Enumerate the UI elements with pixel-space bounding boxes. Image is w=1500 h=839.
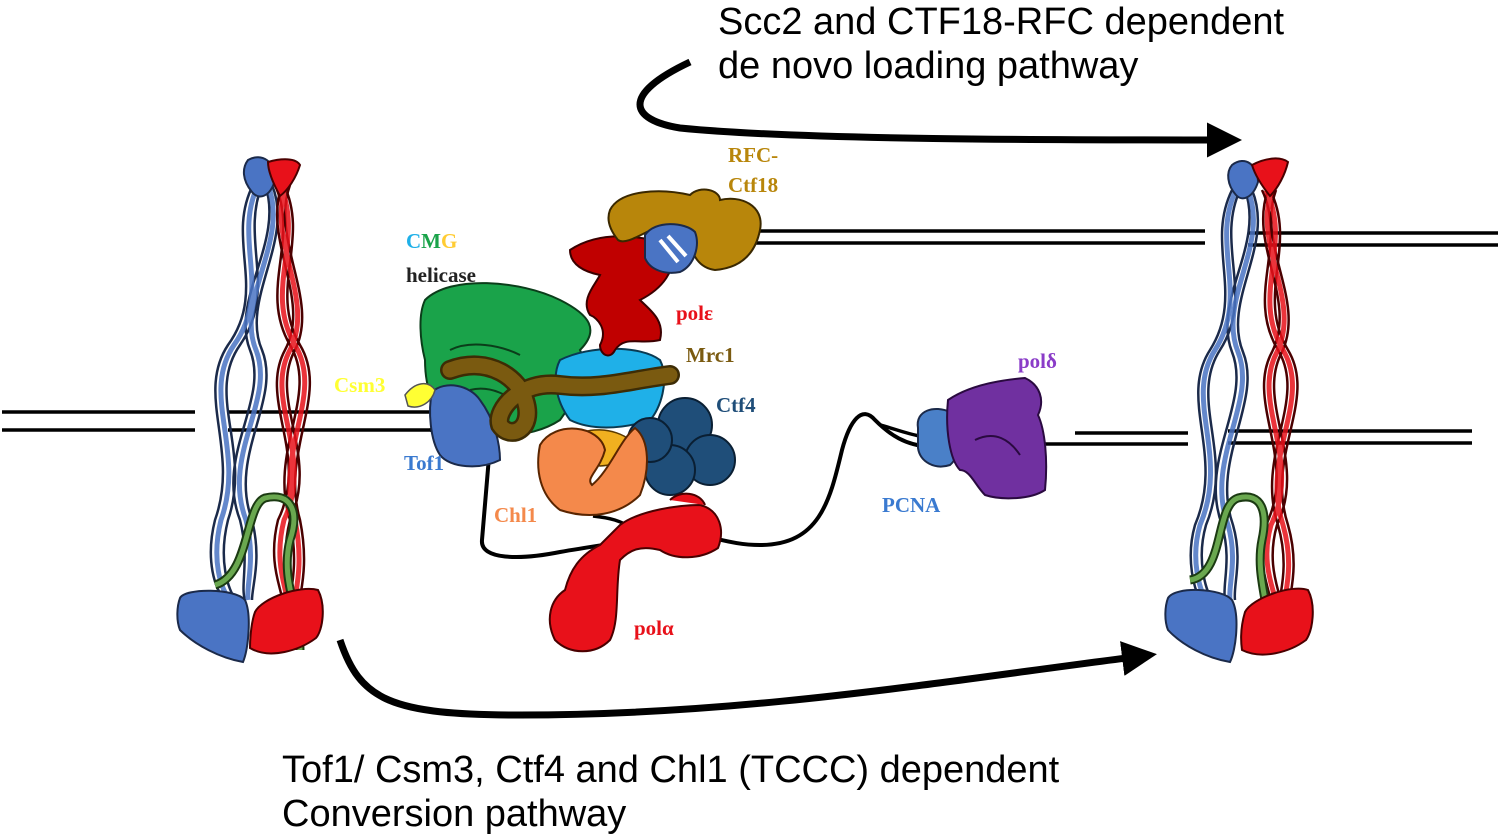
right-smc3-hinge — [1250, 157, 1290, 198]
label-cmg-g: G — [441, 229, 457, 253]
csm3 — [404, 383, 436, 408]
bottom-pathway-arrow — [336, 638, 1157, 719]
label-helicase: helicase — [406, 263, 476, 287]
pol-alpha — [548, 503, 722, 653]
pol-delta — [946, 376, 1048, 500]
label-ctf4: Ctf4 — [716, 393, 756, 417]
left-cohesin-complex — [176, 156, 324, 664]
right-cohesin-complex — [1164, 157, 1314, 664]
label-pol-delta: polδ — [1018, 349, 1057, 373]
label-csm3: Csm3 — [334, 373, 385, 397]
left-smc1-hinge — [242, 156, 277, 198]
left-smc3-head — [248, 587, 324, 655]
ctf4 — [627, 397, 736, 496]
top-pathway-caption: Scc2 and CTF18-RFC dependent de novo loa… — [718, 0, 1284, 88]
bottom-caption-line1: Tof1/ Csm3, Ctf4 and Chl1 (TCCC) depende… — [282, 749, 1060, 791]
left-smc3-red-fill — [277, 183, 308, 599]
label-pol-alpha: polα — [634, 616, 674, 640]
top-caption-line2: de novo loading pathway — [718, 45, 1139, 87]
dna-leading-strand-duplex — [755, 229, 1498, 247]
label-cmg: CMG — [406, 229, 457, 253]
left-smc1-blue-fill — [214, 183, 276, 602]
replisome — [404, 188, 1048, 653]
top-caption-line1: Scc2 and CTF18-RFC dependent — [718, 1, 1285, 43]
bottom-caption-line2: Conversion pathway — [282, 793, 627, 835]
bottom-pathway-caption: Tof1/ Csm3, Ctf4 and Chl1 (TCCC) depende… — [282, 748, 1059, 836]
tof1 — [429, 384, 502, 468]
top-pathway-arrow — [636, 58, 1242, 158]
label-mrc1: Mrc1 — [686, 343, 735, 367]
label-rfc-line1: RFC- — [728, 143, 778, 167]
label-tof1: Tof1 — [404, 451, 444, 475]
right-smc3-head — [1240, 587, 1314, 656]
left-smc3-hinge — [266, 158, 302, 198]
label-cmg-c: C — [406, 229, 421, 253]
left-smc1-head — [176, 589, 250, 664]
dna-left-duplex — [2, 410, 440, 432]
label-pcna: PCNA — [882, 493, 941, 517]
right-smc1-hinge — [1227, 160, 1260, 200]
label-rfc-line2: Ctf18 — [728, 173, 778, 197]
right-smc1-head — [1164, 588, 1238, 664]
label-chl1: Chl1 — [494, 503, 537, 527]
pcna-ring-leading — [644, 223, 698, 274]
dna-lagging-strand-duplex — [1040, 429, 1472, 446]
right-kleisin-green — [1189, 494, 1273, 646]
chl1 — [537, 426, 648, 516]
label-cmg-m: M — [421, 229, 441, 253]
label-pol-epsilon: polε — [676, 301, 713, 325]
